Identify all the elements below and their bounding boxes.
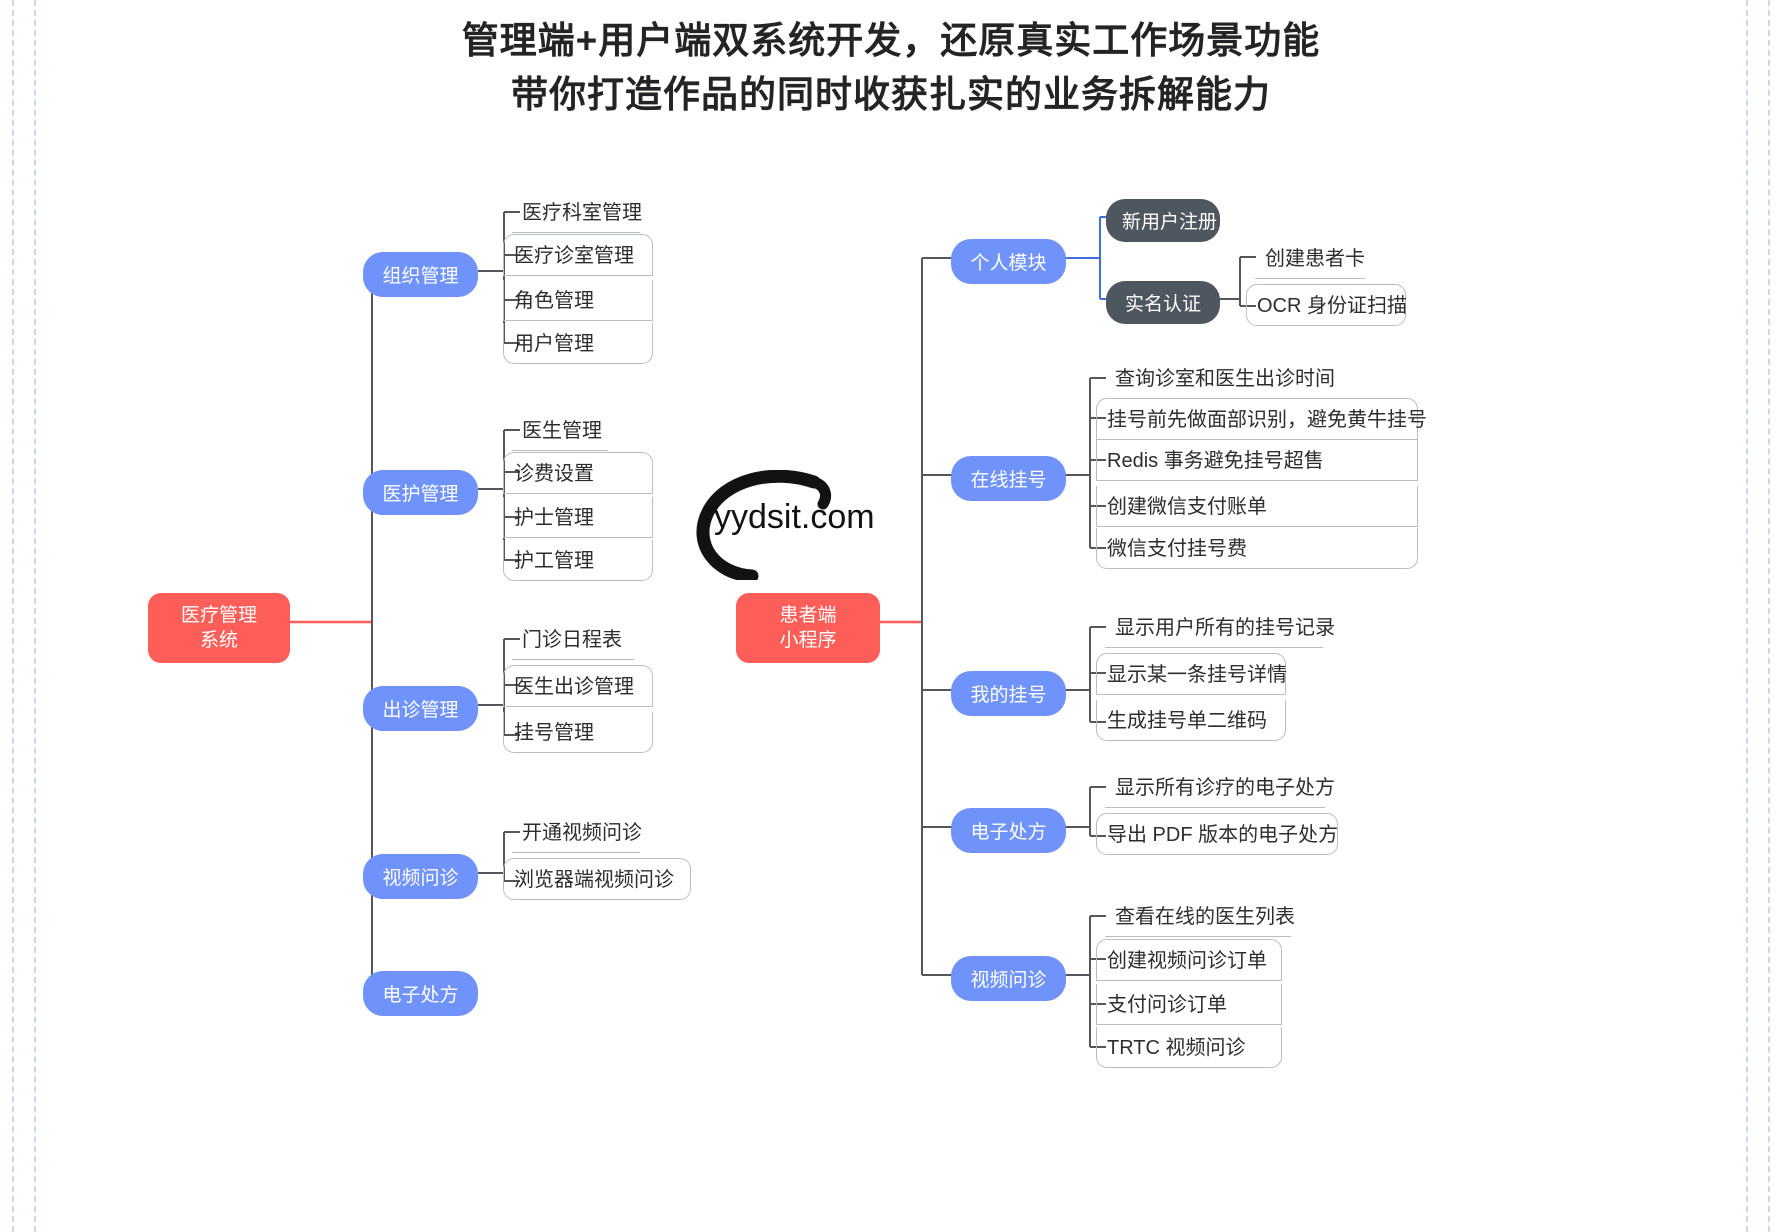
leaf-create-patient-card[interactable]: 创建患者卡 [1255, 238, 1365, 279]
patient-root-label-line-1: 患者端 [779, 605, 837, 626]
leaf-user-management[interactable]: 用户管理 [503, 323, 653, 364]
branch-e-prescription[interactable]: 电子处方 [363, 971, 478, 1016]
leaf-create-video-consult-order[interactable]: 创建视频问诊订单 [1096, 939, 1282, 981]
leaf-wechat-pay-registration-fee[interactable]: 微信支付挂号费 [1096, 528, 1418, 569]
leaf-doctor-management[interactable]: 医生管理 [512, 410, 608, 451]
branch-medical-staff-management[interactable]: 医护管理 [363, 470, 478, 515]
page-rail-left-inner [34, 0, 36, 1232]
node-new-user-registration[interactable]: 新用户注册 [1106, 199, 1220, 242]
leaf-query-clinic-and-doctor-time[interactable]: 查询诊室和医生出诊时间 [1105, 358, 1335, 399]
leaf-show-all-e-prescriptions[interactable]: 显示所有诊疗的电子处方 [1105, 767, 1335, 808]
title-line-1: 管理端+用户端双系统开发，还原真实工作场景功能 [461, 20, 1321, 61]
root-node-patient-miniprogram[interactable]: 患者端 小程序 [736, 593, 880, 664]
leaf-caregiver-management[interactable]: 护工管理 [503, 540, 653, 581]
leaf-registration-management[interactable]: 挂号管理 [503, 712, 653, 753]
page-rail-right-inner [1746, 0, 1748, 1232]
page-rail-right-outer [1768, 0, 1770, 1232]
leaf-outpatient-schedule[interactable]: 门诊日程表 [512, 619, 634, 660]
leaf-face-recognition-before-registration[interactable]: 挂号前先做面部识别，避免黄牛挂号 [1096, 398, 1427, 440]
leaf-view-online-doctor-list[interactable]: 查看在线的医生列表 [1105, 896, 1295, 937]
branch-video-consultation[interactable]: 视频问诊 [363, 854, 478, 899]
branch-video-consultation-patient[interactable]: 视频问诊 [951, 956, 1066, 1001]
page-title: 管理端+用户端双系统开发，还原真实工作场景功能 带你打造作品的同时收获扎实的业务… [0, 14, 1782, 121]
leaf-medical-department-management[interactable]: 医疗科室管理 [512, 192, 642, 233]
leaf-create-wechat-payment-bill[interactable]: 创建微信支付账单 [1096, 486, 1418, 527]
leaf-export-pdf-e-prescription[interactable]: 导出 PDF 版本的电子处方 [1096, 813, 1338, 855]
leaf-nurse-management[interactable]: 护士管理 [503, 497, 653, 538]
patient-root-label-line-2: 小程序 [779, 630, 837, 652]
leaf-trtc-video-consultation[interactable]: TRTC 视频问诊 [1096, 1027, 1282, 1068]
leaf-consultation-fee-setting[interactable]: 诊费设置 [503, 452, 653, 494]
leaf-browser-video-consultation[interactable]: 浏览器端视频问诊 [503, 858, 691, 900]
root-label-line-1: 医疗管理 [180, 605, 257, 626]
leaf-ocr-id-card-scan[interactable]: OCR 身份证扫描 [1246, 284, 1407, 326]
leaf-pay-consult-order[interactable]: 支付问诊订单 [1096, 984, 1282, 1025]
leaf-show-all-registration-records[interactable]: 显示用户所有的挂号记录 [1105, 607, 1335, 648]
leaf-show-registration-detail[interactable]: 显示某一条挂号详情 [1096, 653, 1287, 695]
leaf-doctor-visit-management[interactable]: 医生出诊管理 [503, 665, 653, 707]
root-label-line-2: 系统 [199, 630, 238, 652]
title-line-2: 带你打造作品的同时收获扎实的业务拆解能力 [511, 73, 1271, 115]
branch-my-registrations[interactable]: 我的挂号 [951, 671, 1066, 716]
leaf-medical-clinic-management[interactable]: 医疗诊室管理 [503, 234, 653, 276]
branch-online-registration[interactable]: 在线挂号 [951, 456, 1066, 501]
leaf-role-management[interactable]: 角色管理 [503, 280, 653, 321]
leaf-generate-registration-qr[interactable]: 生成挂号单二维码 [1096, 700, 1286, 741]
branch-organization-management[interactable]: 组织管理 [363, 252, 478, 297]
branch-outpatient-management[interactable]: 出诊管理 [363, 686, 478, 731]
root-node-medical-management-system[interactable]: 医疗管理 系统 [148, 593, 290, 664]
page-rail-left-outer [12, 0, 14, 1232]
branch-personal-module[interactable]: 个人模块 [951, 239, 1066, 284]
branch-e-prescription-patient[interactable]: 电子处方 [951, 808, 1066, 853]
leaf-enable-video-consultation[interactable]: 开通视频问诊 [512, 812, 642, 853]
leaf-redis-transaction-oversell[interactable]: Redis 事务避免挂号超售 [1096, 440, 1418, 481]
node-real-name-verification[interactable]: 实名认证 [1106, 281, 1220, 324]
